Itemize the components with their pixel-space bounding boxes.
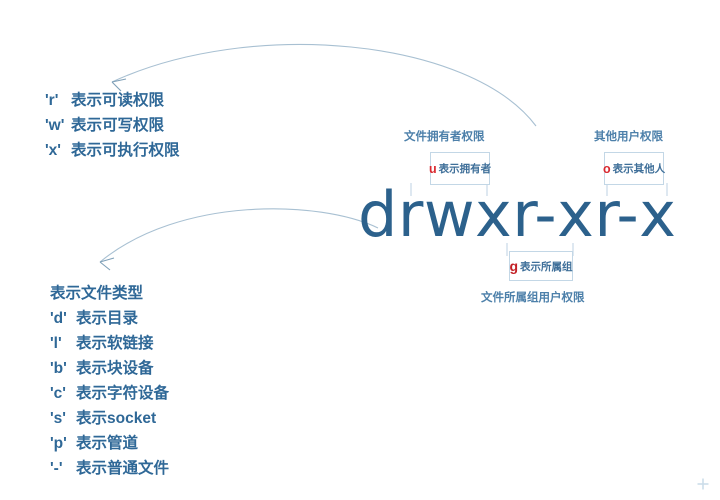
legend-key: 'b' <box>50 360 67 377</box>
owner-glyph: u <box>428 161 437 176</box>
legend-desc: 表示软链接 <box>76 335 154 352</box>
legend-desc: 表示字符设备 <box>76 385 170 402</box>
legend-desc: 表示目录 <box>76 310 139 327</box>
owner-callout-text: 表示拥有者 <box>438 163 492 175</box>
legend-row: 'w' 表示可写权限 <box>45 113 180 138</box>
legend-key: 'r' <box>45 92 59 109</box>
legend-desc: 表示块设备 <box>76 360 154 377</box>
legend-row: 's' 表示socket <box>50 406 169 431</box>
legend-desc: 表示可读权限 <box>71 92 165 109</box>
legend-key: 'x' <box>45 142 61 159</box>
filetype-legend: 表示文件类型 'd' 表示目录 'l' 表示软链接 'b' 表示块设备 'c' 表示字符… <box>50 281 169 481</box>
owner-section-label: 文件拥有者权限 <box>404 131 485 143</box>
legend-key: '-' <box>50 460 63 477</box>
legend-desc: 表示可写权限 <box>71 117 165 134</box>
permission-legend: 'r' 表示可读权限 'w' 表示可写权限 'x' 表示可执行权限 <box>45 88 180 163</box>
legend-key: 'c' <box>50 385 66 402</box>
permission-string: drwxr-xr-x <box>358 178 677 251</box>
legend-desc: 表示普通文件 <box>76 460 170 477</box>
legend-row: 'b' 表示块设备 <box>50 356 169 381</box>
group-callout-text: 表示所属组 <box>520 260 573 273</box>
other-callout-box: o 表示其他人 <box>602 152 666 185</box>
other-callout-text: 表示其他人 <box>612 163 666 175</box>
legend-row: 'p' 表示管道 <box>50 431 169 456</box>
legend-row: 'd' 表示目录 <box>50 306 169 331</box>
legend-key: 'd' <box>50 310 67 327</box>
group-glyph: g <box>509 258 519 274</box>
legend-key: 's' <box>50 410 66 427</box>
legend-desc: 表示socket <box>76 410 157 427</box>
arrow-head-filetype <box>99 257 115 271</box>
other-glyph: o <box>602 161 611 176</box>
legend-row: 'l' 表示软链接 <box>50 331 169 356</box>
legend-key: 'p' <box>50 435 67 452</box>
owner-callout-box: u 表示拥有者 <box>428 152 492 185</box>
legend-key: 'w' <box>45 117 65 134</box>
filetype-legend-heading: 表示文件类型 <box>50 285 144 302</box>
legend-key: 'l' <box>50 335 62 352</box>
legend-row: 'r' 表示可读权限 <box>45 88 180 113</box>
other-section-label: 其他用户权限 <box>594 131 663 143</box>
group-section-label: 文件所属组用户权限 <box>481 292 585 304</box>
legend-row: 'c' 表示字符设备 <box>50 381 169 406</box>
legend-desc: 表示可执行权限 <box>71 142 180 159</box>
legend-row: 'x' 表示可执行权限 <box>45 138 180 163</box>
legend-desc: 表示管道 <box>76 435 139 452</box>
legend-row: '-' 表示普通文件 <box>50 456 169 481</box>
plus-icon[interactable] <box>696 477 710 491</box>
group-callout-box: g 表示所属组 <box>509 251 573 281</box>
arrow-path-filetype <box>99 208 379 263</box>
